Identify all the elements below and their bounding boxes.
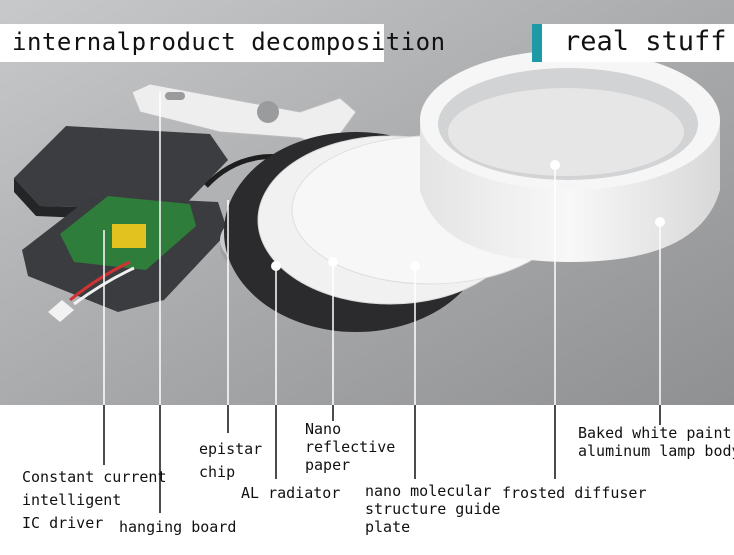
decomposition-title: internalproduct decomposition bbox=[12, 28, 446, 56]
label-lamp-body: Baked white paint aluminum lamp body bbox=[578, 424, 734, 460]
product-photo bbox=[0, 0, 734, 405]
label-epistar-chip: epistar chip bbox=[199, 440, 263, 481]
label-nano-reflective-paper: Nano reflective paper bbox=[305, 420, 396, 474]
label-hanging-board: hanging board bbox=[119, 518, 237, 536]
real-stuff-banner: real stuff bbox=[532, 24, 734, 62]
label-al-radiator: AL radiator bbox=[241, 484, 341, 502]
banner-accent-bar bbox=[532, 24, 542, 62]
decomposition-banner: internalproduct decomposition bbox=[0, 24, 445, 62]
hanging-board-bracket bbox=[131, 83, 357, 149]
lamp-body-ring bbox=[420, 50, 720, 262]
leader-lines-lower bbox=[103, 405, 661, 513]
label-guide-plate: nano molecular structure guide plate bbox=[365, 482, 501, 536]
leader-dots bbox=[271, 160, 665, 271]
label-frosted-diffuser: frosted diffuser bbox=[502, 484, 647, 502]
real-stuff-title: real stuff bbox=[564, 26, 727, 57]
label-driver: Constant current intelligent IC driver bbox=[22, 468, 167, 532]
driver-box-base bbox=[22, 196, 228, 322]
leader-lines-photo bbox=[103, 92, 661, 405]
